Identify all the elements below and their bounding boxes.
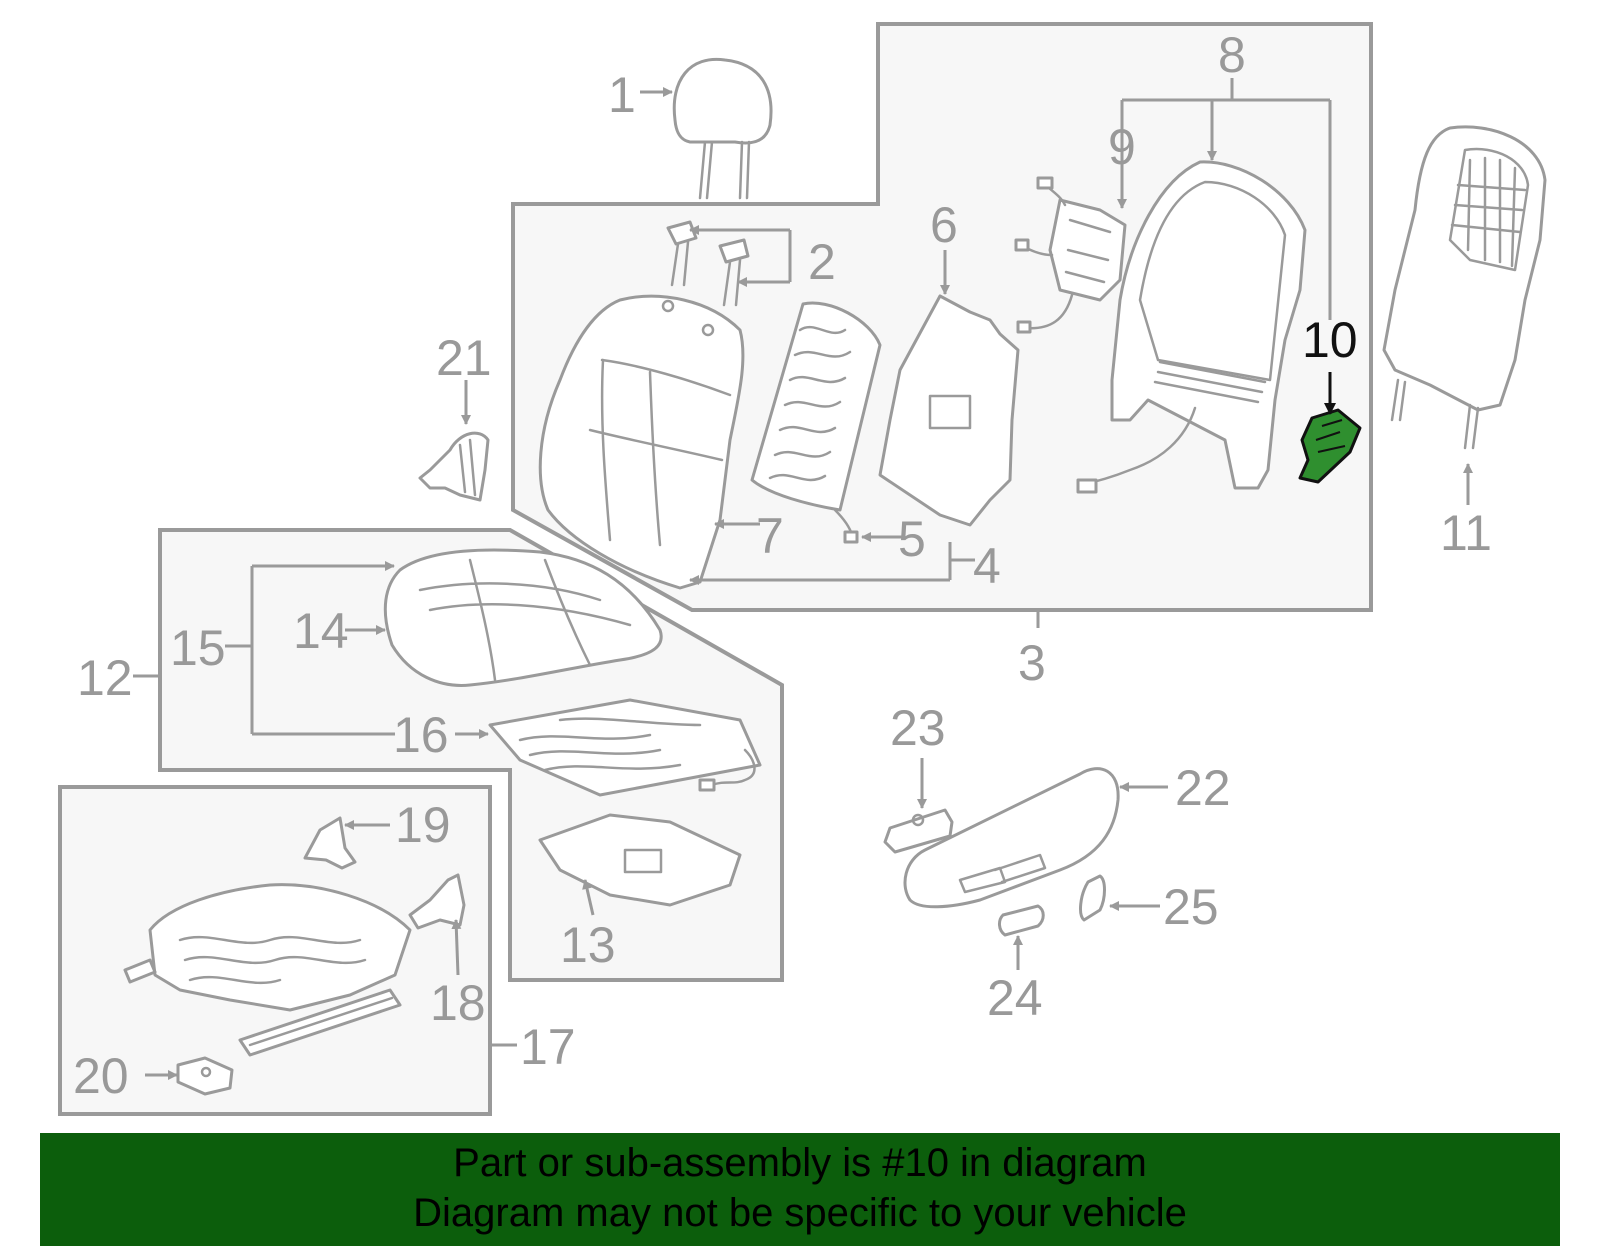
callout-21: 21 xyxy=(436,330,492,386)
banner-line-1: Part or sub-assembly is #10 in diagram xyxy=(453,1141,1147,1185)
side-cover-bracket-part[interactable] xyxy=(418,431,490,502)
callout-16: 16 xyxy=(393,707,449,763)
callout-10-highlighted: 10 xyxy=(1302,312,1358,368)
knob-part-24[interactable] xyxy=(998,904,1045,937)
callout-19: 19 xyxy=(395,797,451,853)
callout-24: 24 xyxy=(987,970,1043,1026)
callout-12: 12 xyxy=(77,650,133,706)
callout-1: 1 xyxy=(608,67,636,123)
highlighted-part-10[interactable] xyxy=(1298,408,1362,484)
callout-8: 8 xyxy=(1218,27,1246,83)
seatback-frame-part[interactable] xyxy=(1076,160,1307,494)
callout-9: 9 xyxy=(1108,119,1136,175)
seatback-cover-part[interactable] xyxy=(538,294,745,590)
callout-25: 25 xyxy=(1163,879,1219,935)
seat-switch-part[interactable] xyxy=(883,808,954,854)
headrest-guide-part[interactable] xyxy=(666,220,750,307)
callout-3: 3 xyxy=(1018,635,1046,691)
side-shield-part[interactable] xyxy=(903,767,1120,909)
callout-6: 6 xyxy=(930,197,958,253)
seatback-heater-part[interactable] xyxy=(750,301,882,544)
callout-4: 4 xyxy=(973,538,1001,594)
callout-11: 11 xyxy=(1440,505,1492,561)
callout-18: 18 xyxy=(430,975,486,1031)
harness-bracket-part[interactable] xyxy=(1014,176,1127,334)
callout-20: 20 xyxy=(73,1048,129,1104)
callout-15: 15 xyxy=(170,620,226,676)
callout-13: 13 xyxy=(560,917,616,973)
info-banner: Part or sub-assembly is #10 in diagram D… xyxy=(40,1133,1560,1246)
callout-5: 5 xyxy=(898,511,926,567)
cushion-heater-part[interactable] xyxy=(488,698,762,797)
knob-part-25[interactable] xyxy=(1079,874,1106,922)
track-bracket-part-19[interactable] xyxy=(303,816,357,870)
seat-track-frame-part[interactable] xyxy=(123,883,412,1057)
callout-23: 23 xyxy=(890,700,946,756)
leader-lines xyxy=(133,78,1473,1080)
banner-line-2: Diagram may not be specific to your vehi… xyxy=(413,1191,1187,1235)
callout-22: 22 xyxy=(1175,760,1231,816)
seatback-pad-part[interactable] xyxy=(878,294,1020,527)
module-part-20[interactable] xyxy=(176,1056,234,1096)
track-bracket-part-18[interactable] xyxy=(408,873,466,930)
callout-17: 17 xyxy=(520,1019,576,1075)
callout-14: 14 xyxy=(293,603,349,659)
callout-7: 7 xyxy=(756,508,784,564)
callout-2: 2 xyxy=(808,234,836,290)
headrest-part[interactable] xyxy=(672,57,773,200)
seatback-back-panel-part[interactable] xyxy=(1382,125,1547,450)
cushion-cover-part[interactable] xyxy=(383,548,663,687)
